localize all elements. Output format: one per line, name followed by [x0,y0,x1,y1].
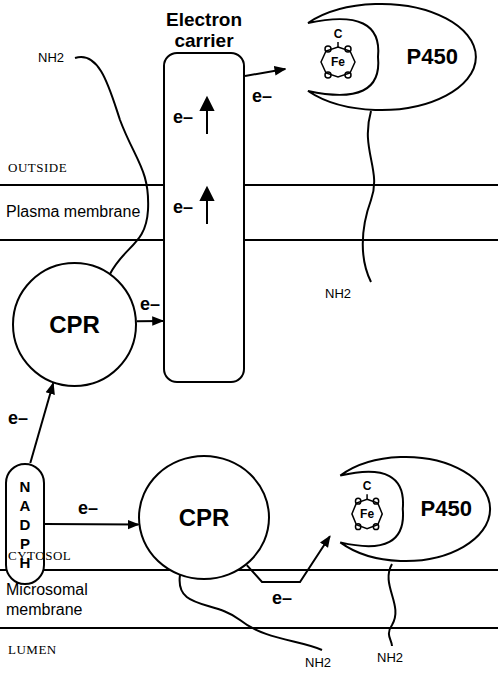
enzyme-name: CPR [49,311,100,339]
enzyme-name: P450 [421,496,472,522]
protein-tail [389,564,396,646]
enzyme-name: P450 [407,44,458,70]
region-name: LUMEN [8,642,57,658]
protein-tail [180,575,322,650]
terminus-label: NH2 [377,650,403,665]
terminus-label: NH2 [38,50,64,65]
membrane-line [0,184,498,186]
terminus-label: NH2 [305,655,331,670]
edge-label: e– [138,293,162,315]
electron-transfer-arrow [137,320,163,322]
membrane-name: Microsomal membrane [6,580,116,620]
membrane-line [0,627,498,629]
electron-transfer-arrow [245,69,285,76]
p450-enzyme: P450 C Fe [318,455,492,563]
region-name: OUTSIDE [8,160,67,176]
electron-transfer-arrow [45,523,138,526]
edge-label: e– [76,497,100,519]
region-name: CYTOSOL [8,548,71,564]
membrane-name: Plasma membrane [6,202,156,222]
carrier-arrows [165,54,243,381]
nadph-capsule: NADPH [5,463,45,585]
protein-tail [363,111,374,282]
heme-atom-label: Fe [331,55,345,69]
heme-atom-label: C [334,27,343,41]
enzyme-name: CPR [179,504,230,532]
electron-label: e– [173,106,193,128]
heme-atom-label: C [363,479,372,493]
membrane-line [0,569,498,571]
protein-tail [75,57,148,274]
heme-atom-label: Fe [360,507,374,521]
edge-label: e– [270,587,294,609]
p450-enzyme: P450 C Fe [283,2,478,112]
edge-label: e– [6,407,30,429]
membrane-line [0,239,498,241]
electron-transfer-arrow [30,383,53,463]
electron-carrier-box: Electron carriere–e– [163,52,245,383]
cpr-enzyme: CPR [138,455,270,580]
carrier-heading: Electron carrier [154,9,254,51]
electron-label: e– [173,196,193,218]
terminus-label: NH2 [325,286,351,301]
edge-label: e– [250,85,274,107]
cpr-enzyme: CPR [12,262,137,387]
